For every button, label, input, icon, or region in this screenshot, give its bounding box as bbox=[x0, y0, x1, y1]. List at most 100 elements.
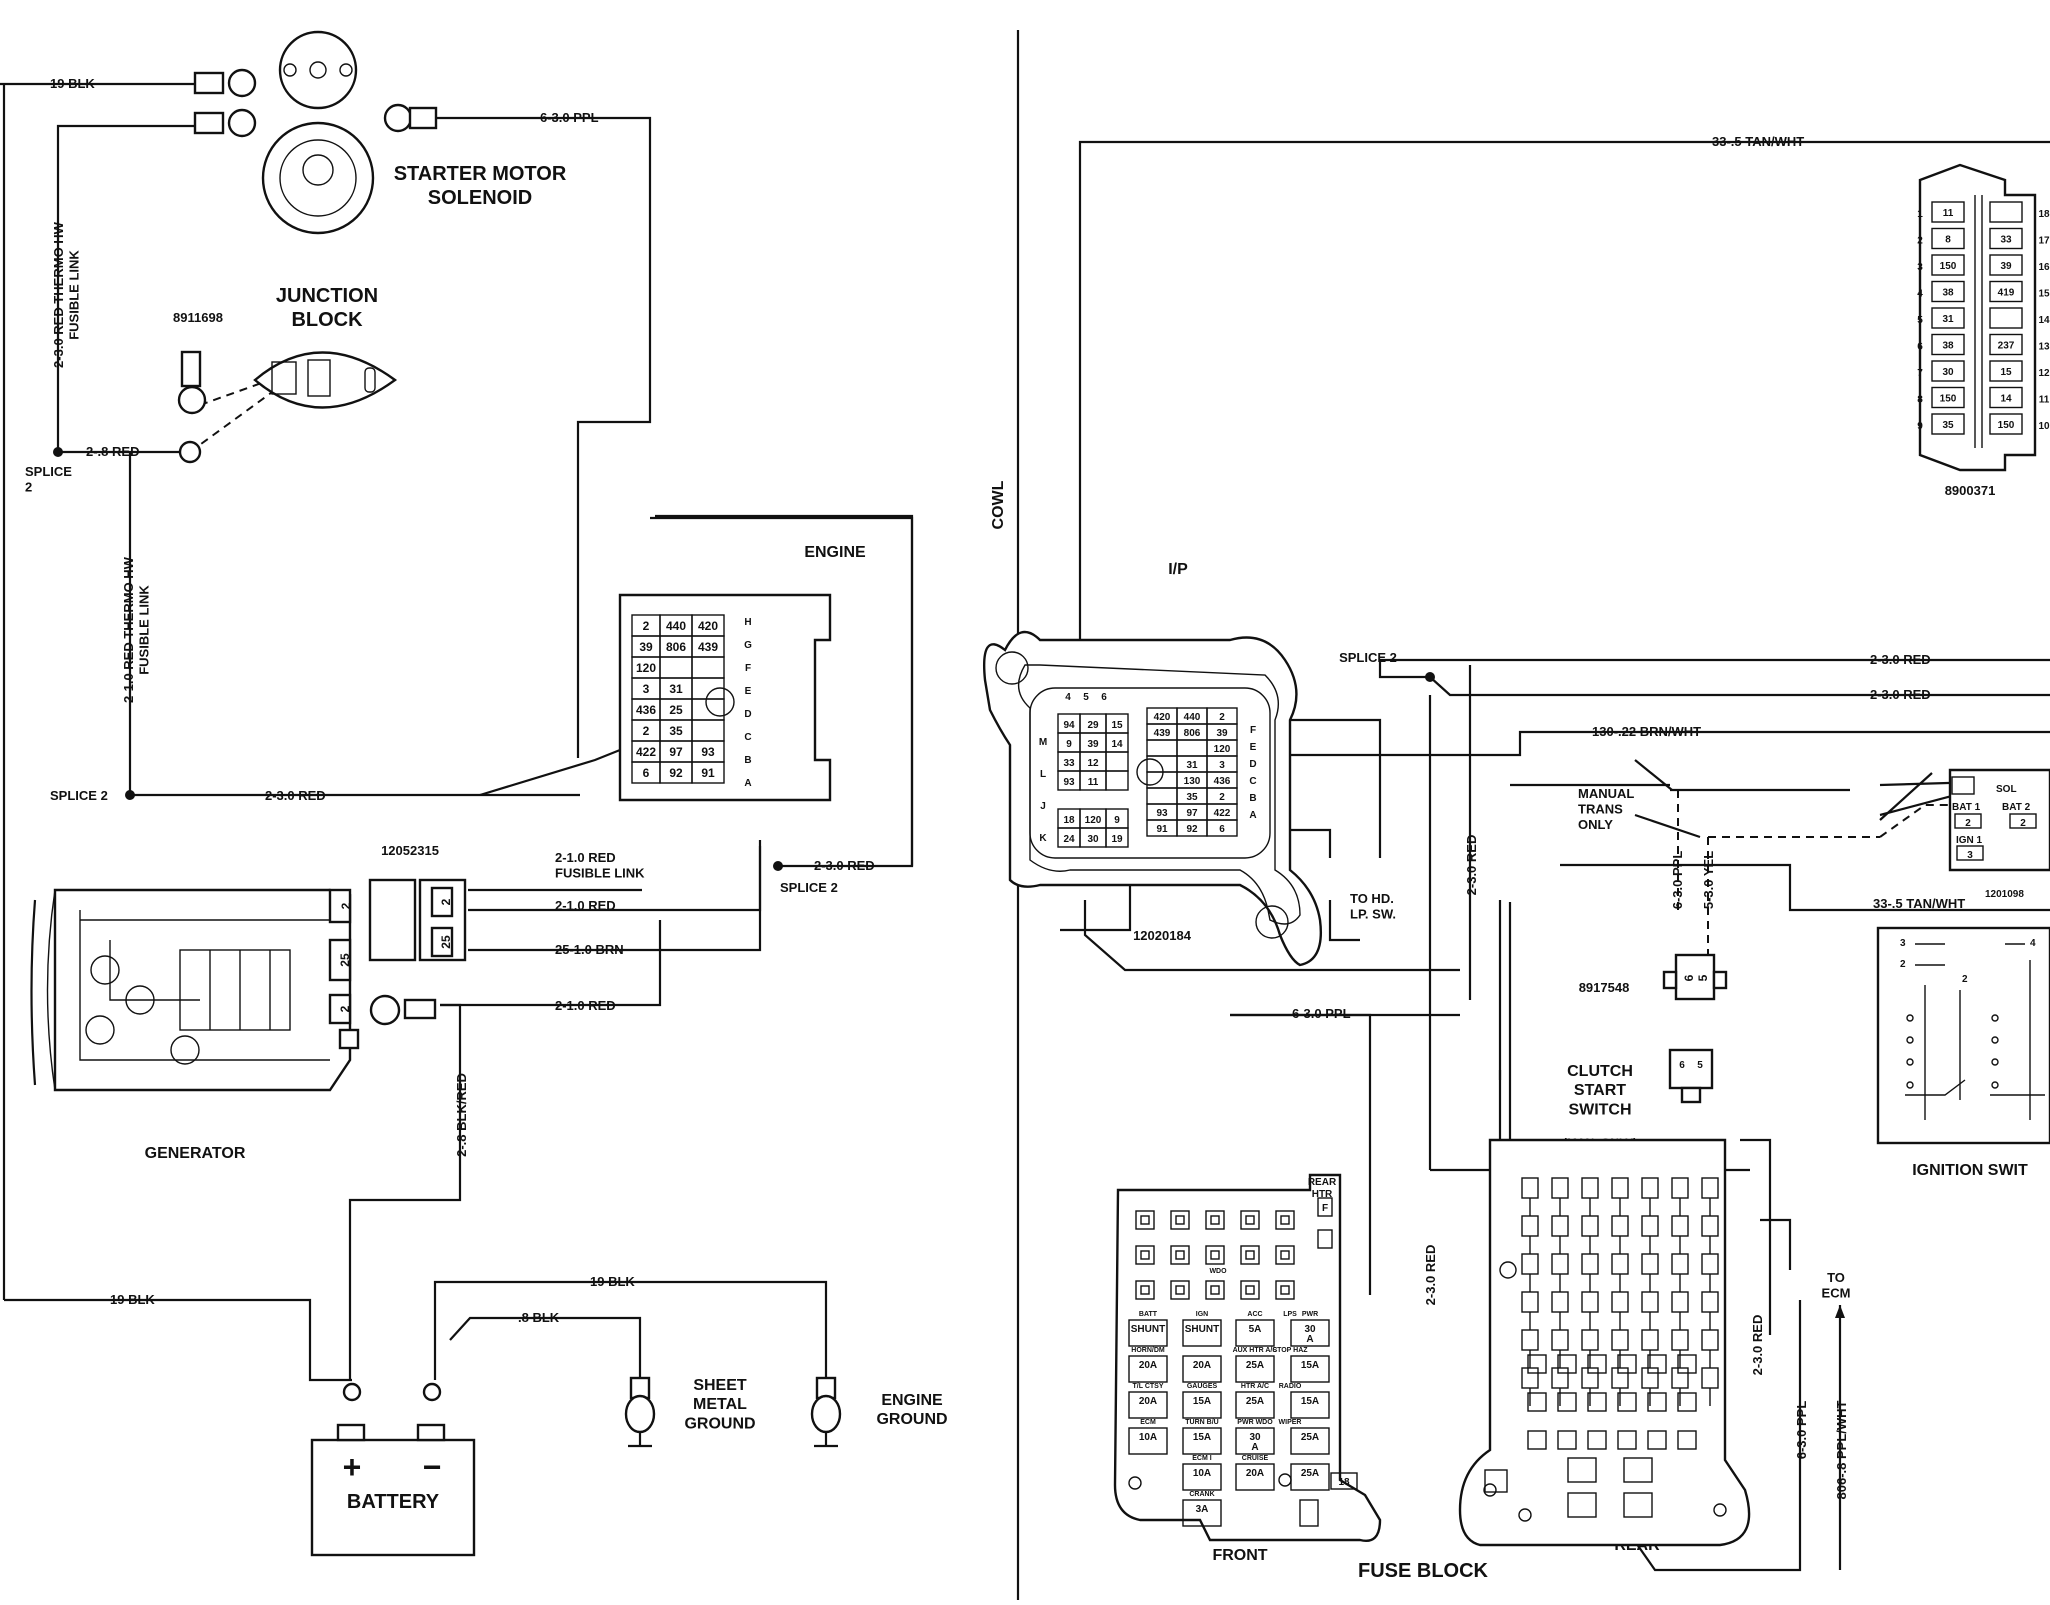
front-fuse bbox=[1235, 1427, 1275, 1455]
front-fuse bbox=[1182, 1427, 1222, 1455]
text-line: CLUTCH bbox=[1567, 1063, 1633, 1080]
ignition-switch-label: IGNITION SWIT bbox=[1912, 1162, 2028, 1179]
engine-cell-value: 3 bbox=[643, 682, 650, 696]
bulkhead-cell-value: 439 bbox=[1154, 728, 1171, 739]
text-line: 2-3.0 RED THERMO HW bbox=[51, 221, 66, 368]
rear-fuse-pad bbox=[1677, 1392, 1697, 1412]
wire-brn-25: 25-1.0 BRN bbox=[555, 942, 624, 957]
ip-label: I/P bbox=[1168, 561, 1188, 578]
front-fuse bbox=[1182, 1499, 1222, 1527]
bulkhead-cell-value: 93 bbox=[1063, 777, 1075, 788]
wire-red-ip-2: 2-3.0 RED bbox=[1870, 687, 1931, 702]
front-fuse-rating: 25A bbox=[1246, 1360, 1264, 1371]
generator: 2 25 2 2 25 12052315 GENERATOR bbox=[30, 843, 467, 1162]
ign-pin-number: 12 bbox=[2038, 368, 2050, 379]
bulkhead-cell-value: 94 bbox=[1063, 720, 1075, 731]
text-line: GROUND bbox=[684, 1415, 755, 1432]
front-fuse-rating: 5A bbox=[1249, 1324, 1262, 1335]
front-fuse-slot-pin bbox=[1245, 1215, 1255, 1225]
ign-v2b: 2 bbox=[2020, 818, 2026, 829]
text-line: STARTER MOTOR bbox=[394, 163, 567, 185]
front-fuse-slot-pin bbox=[1175, 1285, 1185, 1295]
front-fuse-tag: GAUGES bbox=[1187, 1383, 1218, 1390]
bulkhead-cell-value: 440 bbox=[1184, 712, 1201, 723]
wire-red-3-right: 2-3.0 RED bbox=[814, 858, 875, 873]
engine-cell-value: 25 bbox=[669, 703, 683, 717]
front-fuse-slot bbox=[1240, 1210, 1260, 1230]
engine-cell-value: 420 bbox=[698, 619, 718, 633]
ign-cell bbox=[1989, 201, 2023, 223]
front-fuse-slot bbox=[1275, 1280, 1295, 1300]
rear-fuse-pad bbox=[1617, 1354, 1637, 1374]
bulkhead-cell-value: 6 bbox=[1219, 824, 1225, 835]
ign-cell bbox=[1989, 360, 2023, 382]
bulkhead-cell-value: 420 bbox=[1154, 712, 1171, 723]
bulkhead-cell-value: 2 bbox=[1219, 712, 1225, 723]
bulkhead-cell-value: 33 bbox=[1063, 758, 1075, 769]
bulkhead-row-letter: E bbox=[1250, 742, 1257, 753]
splice2-bottom-label: SPLICE 2 bbox=[50, 788, 108, 803]
wire-red-fuse-right: 2-3.0 RED bbox=[1750, 1315, 1765, 1376]
clutch-switch-pin-5: 5 bbox=[1697, 1060, 1703, 1071]
front-fuse-tag: TURN B/U bbox=[1185, 1419, 1218, 1426]
ign-cell-value: 11 bbox=[1943, 208, 1954, 219]
front-fuse-rating: 30 bbox=[1249, 1432, 1261, 1443]
front-fuse-tag: HORN/DM bbox=[1131, 1347, 1165, 1354]
wire-red-thermo-top: 2-3.0 RED THERMO HWFUSIBLE LINK bbox=[51, 221, 82, 368]
front-fuse bbox=[1235, 1355, 1275, 1383]
bulkhead-cell-value: 39 bbox=[1087, 739, 1099, 750]
text-line: SWITCH bbox=[1568, 1101, 1631, 1118]
bulkhead-row-letter: K bbox=[1039, 833, 1047, 844]
front-fuse-tag: ACC bbox=[1247, 1311, 1262, 1318]
ign-cell bbox=[1931, 413, 1965, 435]
text-line: FUSIBLE LINK bbox=[137, 585, 152, 675]
bulkhead-cell-value: 39 bbox=[1216, 728, 1228, 739]
rear-fuse-pad bbox=[1647, 1392, 1667, 1412]
ign-pin-number: 9 bbox=[1917, 421, 1923, 432]
front-fuse bbox=[1290, 1391, 1330, 1419]
bulkhead-pin-number: 4 bbox=[1065, 692, 1071, 703]
front-fuse-rating: 3A bbox=[1196, 1504, 1209, 1515]
engine-cell-value: 39 bbox=[639, 640, 653, 654]
engine-row-letter: D bbox=[744, 709, 751, 720]
fuse-block-label: FUSE BLOCK bbox=[1358, 1560, 1489, 1582]
rear-fuse-relay bbox=[1567, 1492, 1597, 1518]
front-fuse-slot-pin bbox=[1210, 1215, 1220, 1225]
engine-row-letter: E bbox=[745, 686, 752, 697]
text-line: REAR bbox=[1308, 1177, 1337, 1188]
front-fuse-slot bbox=[1240, 1245, 1260, 1265]
wire-tanwht-top: 33-.5 TAN/WHT bbox=[1712, 134, 1804, 149]
bulkhead-cell-value: 18 bbox=[1063, 815, 1075, 826]
ign-pin-number: 3 bbox=[1917, 262, 1923, 273]
wire-19blk-top: 19 BLK bbox=[50, 76, 95, 91]
bulkhead-cell-value: 15 bbox=[1111, 720, 1123, 731]
gen-pin-2a: 2 bbox=[339, 902, 353, 909]
front-fuse-rating: 10A bbox=[1139, 1432, 1157, 1443]
bulkhead-cell-value: 91 bbox=[1156, 824, 1168, 835]
ign-bat1: BAT 1 bbox=[1952, 802, 1981, 813]
ign-cell-value: 35 bbox=[1942, 420, 1954, 431]
text-line: SPLICE bbox=[25, 464, 72, 479]
bulkhead-pin-number: 6 bbox=[1101, 692, 1107, 703]
engine-cell-value: 422 bbox=[636, 745, 656, 759]
front-fuse-slot-pin bbox=[1280, 1250, 1290, 1260]
engine-cell-value: 436 bbox=[636, 703, 656, 717]
ign-cell bbox=[1989, 413, 2023, 435]
bulkhead-cell-value: 120 bbox=[1085, 815, 1102, 826]
ign-cell bbox=[1931, 386, 1965, 409]
ign-sw-pin-3: 3 bbox=[1900, 938, 1906, 949]
front-fuse bbox=[1290, 1319, 1330, 1347]
front-fuse-rating: 25A bbox=[1246, 1396, 1264, 1407]
front-fuse-rating: A bbox=[1251, 1442, 1258, 1453]
fuse-block-rear bbox=[1458, 1138, 1751, 1547]
front-fuse-rating: 30 bbox=[1304, 1324, 1316, 1335]
front-fuse-rating: 20A bbox=[1246, 1468, 1264, 1479]
ign-cell-value: 38 bbox=[1942, 288, 1954, 299]
front-fuse-rating: 25A bbox=[1301, 1468, 1319, 1479]
